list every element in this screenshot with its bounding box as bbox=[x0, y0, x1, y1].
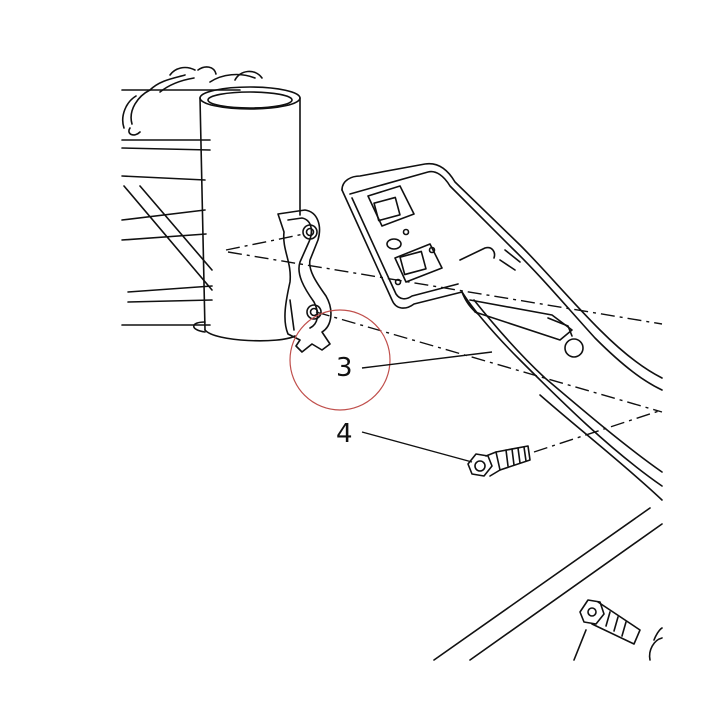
lower-structure bbox=[433, 507, 663, 661]
callout-3-label: 3 bbox=[336, 353, 353, 383]
vertical-post-tube bbox=[192, 86, 301, 342]
arm-component-item-3 bbox=[341, 162, 663, 501]
alignment-centerlines bbox=[225, 233, 663, 453]
callout-4-label: 4 bbox=[336, 419, 353, 449]
bolt-item-4 bbox=[467, 445, 531, 477]
lower-bolt bbox=[573, 599, 641, 661]
callout-3-leader bbox=[361, 351, 493, 369]
callout-4-leader bbox=[361, 431, 473, 463]
highlight-circle bbox=[289, 309, 391, 411]
background-frame-structure bbox=[121, 66, 263, 326]
mounting-bracket bbox=[277, 209, 332, 353]
